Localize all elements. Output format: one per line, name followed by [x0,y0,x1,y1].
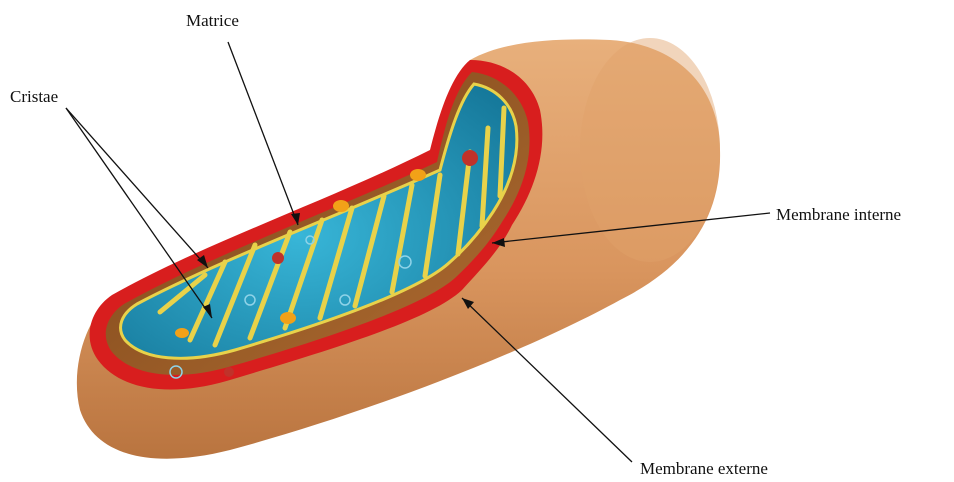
granule-3 [333,200,349,212]
granule-1 [175,328,189,338]
cristae-leader-1 [66,108,208,268]
ribosome-3 [462,150,478,166]
cristae-label: Cristae [10,87,58,106]
matrix-leader [228,42,298,225]
matrix-label: Matrice [186,11,239,30]
granule-2 [280,312,296,324]
inner-membrane-label: Membrane interne [776,205,901,224]
ribosome-2 [224,367,234,377]
outer-membrane-label: Membrane externe [640,459,768,478]
ribosome-1 [272,252,284,264]
outer-body-cap [580,38,720,262]
granule-4 [410,169,426,181]
